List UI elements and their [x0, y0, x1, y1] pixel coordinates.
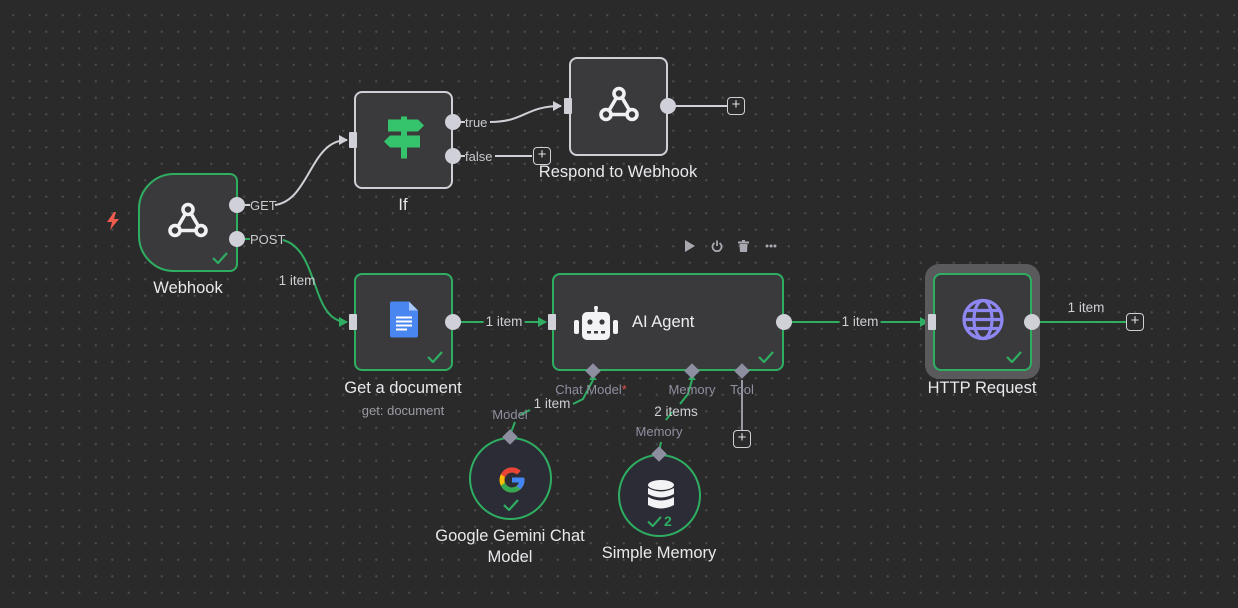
- success-check-icon: [427, 351, 443, 363]
- success-check-icon: [647, 515, 662, 527]
- node-label-ai-agent: AI Agent: [632, 313, 695, 331]
- input-handle-ai-agent[interactable]: [548, 314, 556, 330]
- node-label-get-document: Get a document: [344, 379, 462, 397]
- webhook-icon: [597, 84, 641, 129]
- node-subtitle-get-document: get: document: [361, 403, 445, 418]
- node-ai-agent[interactable]: AI Agent: [552, 273, 784, 371]
- node-label-http-request: HTTP Request: [927, 379, 1037, 397]
- node-label-respond: Respond to Webhook: [538, 163, 698, 181]
- sub-port-label-chat-model: Chat Model*: [555, 382, 627, 397]
- node-respond-to-webhook[interactable]: [569, 57, 668, 156]
- run-count-badge: 2: [647, 513, 672, 529]
- globe-icon: [961, 298, 1005, 347]
- success-check-icon: [503, 499, 519, 511]
- output-handle-get[interactable]: [229, 197, 245, 213]
- database-icon: [647, 480, 675, 515]
- output-handle-true[interactable]: [445, 114, 461, 130]
- trigger-bolt-icon: [106, 212, 120, 235]
- node-label-if: If: [398, 196, 408, 214]
- node-label-gemini-line2: Model: [487, 548, 533, 566]
- success-check-icon: [212, 252, 228, 264]
- input-handle-if[interactable]: [349, 132, 357, 148]
- input-handle-http-request[interactable]: [928, 314, 936, 330]
- node-label-simple-memory: Simple Memory: [601, 544, 717, 562]
- edge-label-agent-to-http: 1 item: [839, 314, 881, 329]
- sub-port-label-tool: Tool: [730, 382, 754, 397]
- edge-get-to-if[interactable]: [274, 135, 348, 206]
- node-webhook[interactable]: [138, 173, 238, 272]
- node-label-gemini-line1: Google Gemini Chat: [435, 527, 585, 545]
- node-simple-memory[interactable]: 2: [618, 454, 701, 537]
- port-label-memory-out: Memory: [635, 424, 683, 439]
- more-icon[interactable]: [757, 238, 784, 254]
- port-label-get: GET: [250, 198, 277, 213]
- power-icon[interactable]: [703, 238, 730, 254]
- required-marker: *: [621, 382, 627, 397]
- input-handle-get-document[interactable]: [349, 314, 357, 330]
- node-google-gemini[interactable]: [469, 437, 552, 520]
- run-count: 2: [664, 513, 672, 529]
- output-handle-http-request[interactable]: [1024, 314, 1040, 330]
- output-handle-ai-agent[interactable]: [776, 314, 792, 330]
- signpost-icon: [382, 116, 426, 164]
- add-node-after-false-button[interactable]: +: [533, 147, 551, 165]
- add-tool-button[interactable]: +: [733, 430, 751, 448]
- output-handle-get-document[interactable]: [445, 314, 461, 330]
- sub-port-label-memory: Memory: [668, 382, 716, 397]
- output-handle-post[interactable]: [229, 231, 245, 247]
- google-docs-icon: [389, 301, 418, 343]
- trash-icon[interactable]: [730, 238, 757, 254]
- node-label-webhook: Webhook: [153, 279, 223, 297]
- play-icon[interactable]: [676, 238, 703, 254]
- success-check-icon: [758, 351, 774, 363]
- success-check-icon: [1006, 351, 1022, 363]
- output-handle-false[interactable]: [445, 148, 461, 164]
- input-handle-respond[interactable]: [564, 98, 572, 114]
- node-http-request[interactable]: [933, 273, 1032, 371]
- robot-icon: [574, 306, 618, 347]
- edge-label-post-to-doc: 1 item: [278, 273, 316, 288]
- node-if[interactable]: [354, 91, 453, 189]
- port-label-post: POST: [250, 232, 286, 247]
- port-label-true: true: [465, 115, 488, 130]
- google-g-icon: [497, 465, 527, 500]
- port-label-model: Model: [492, 407, 528, 422]
- output-handle-respond[interactable]: [660, 98, 676, 114]
- edge-label-doc-to-agent: 1 item: [483, 314, 525, 329]
- port-label-false: false: [465, 149, 493, 164]
- node-toolbar: [676, 238, 784, 254]
- edge-label-gemini: 1 item: [533, 396, 571, 411]
- edge-label-http-out: 1 item: [1067, 300, 1105, 315]
- node-get-document[interactable]: [354, 273, 453, 371]
- add-node-after-http-button[interactable]: +: [1126, 313, 1144, 331]
- edge-true-to-respond[interactable]: [489, 101, 562, 123]
- edge-label-memory: 2 items: [654, 404, 698, 419]
- add-node-after-respond-button[interactable]: +: [727, 97, 745, 115]
- webhook-icon: [166, 200, 210, 245]
